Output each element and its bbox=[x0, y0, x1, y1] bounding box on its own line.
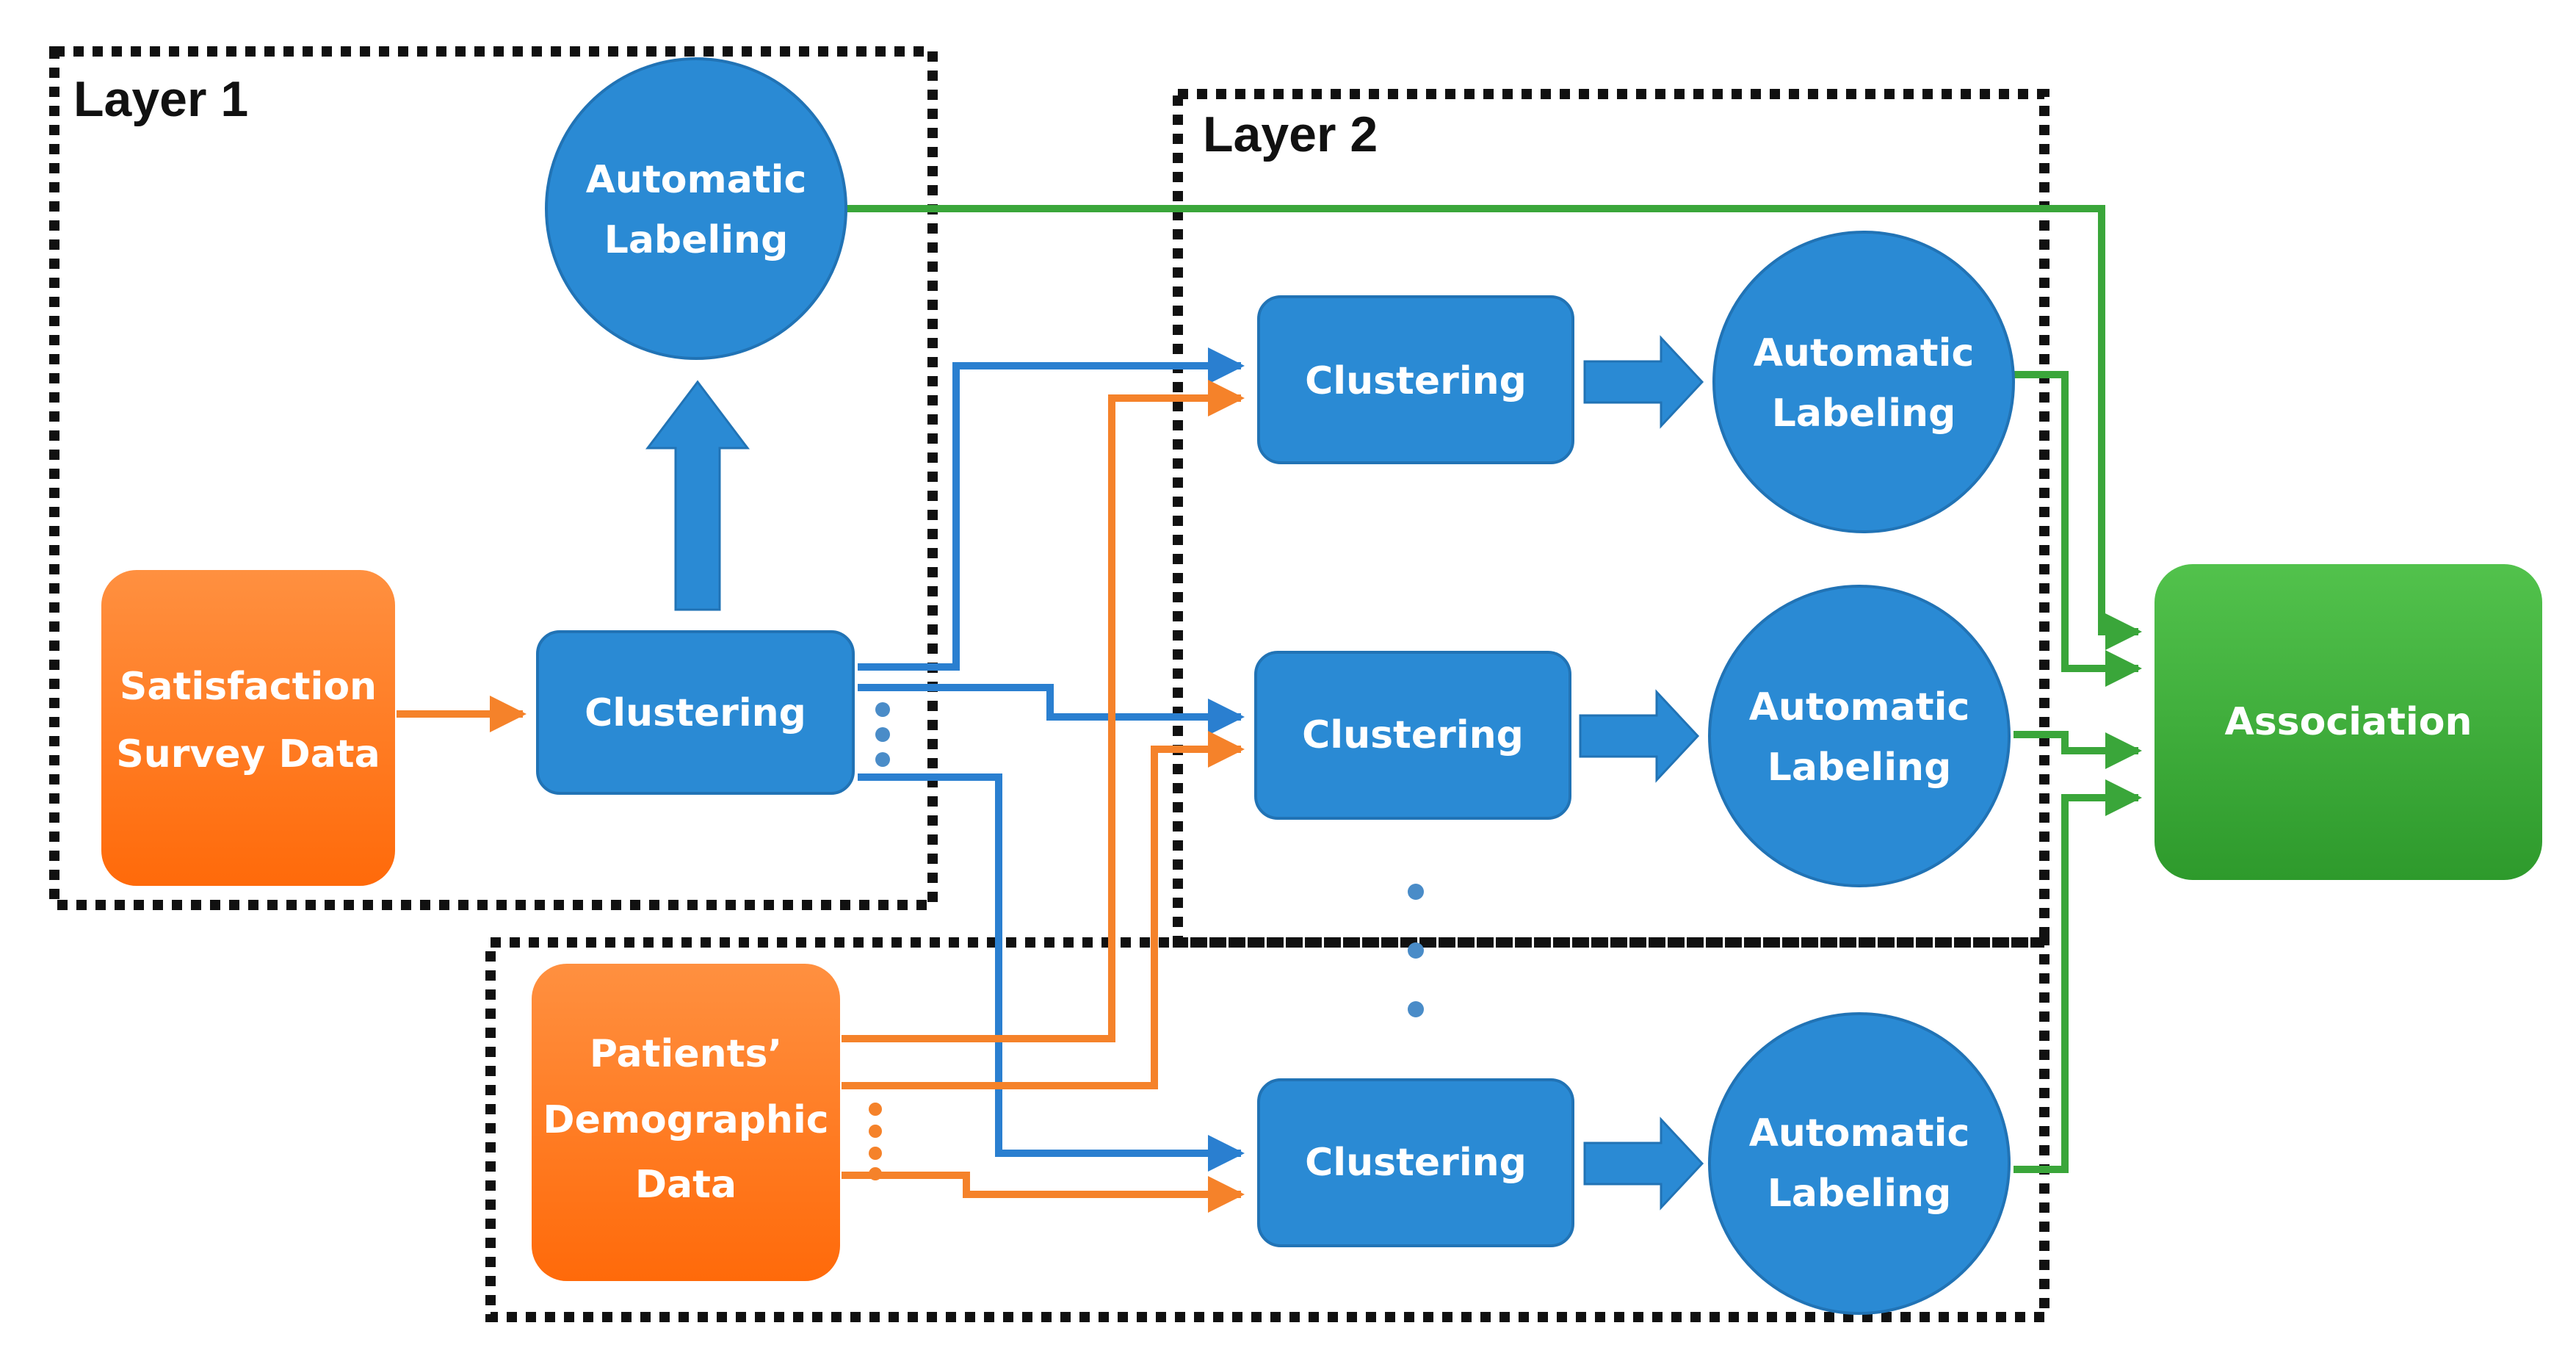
ellipsis-dots-orange bbox=[869, 1103, 882, 1180]
blue-connector-2 bbox=[858, 684, 1245, 735]
layer2-clustering-node-3: Clustering bbox=[1257, 1078, 1574, 1247]
layer2-clustering-node-2: Clustering bbox=[1254, 651, 1571, 820]
green-connector-1 bbox=[2014, 371, 2142, 687]
layer2-labeling-1-line2: Labeling bbox=[1772, 392, 1956, 436]
layer2-labeling-node-2: Automatic Labeling bbox=[1708, 585, 2011, 887]
demographic-line2: Demographic bbox=[543, 1098, 828, 1142]
connectors bbox=[397, 205, 2142, 1213]
layer1-clustering-label: Clustering bbox=[585, 691, 806, 735]
survey-data-node: Satisfaction Survey Data bbox=[101, 570, 395, 886]
layer2-clustering-label-2: Clustering bbox=[1302, 713, 1524, 757]
green-connector-top bbox=[844, 205, 2142, 650]
layer1-clustering-node: Clustering bbox=[536, 630, 855, 795]
demographic-line1: Patients’ bbox=[590, 1032, 782, 1076]
layer2-clustering-label-1: Clustering bbox=[1305, 359, 1527, 403]
orange-connector-3 bbox=[842, 1172, 1245, 1213]
ellipsis-dots-middle bbox=[1408, 884, 1424, 1017]
layer2-clustering-node-1: Clustering bbox=[1257, 295, 1574, 464]
layer2-labeling-node-3: Automatic Labeling bbox=[1708, 1012, 2011, 1315]
layer1-labeling-node: Automatic Labeling bbox=[545, 57, 847, 360]
blue-connector-1 bbox=[858, 347, 1245, 671]
layer2-labeling-3-line2: Labeling bbox=[1768, 1172, 1952, 1216]
demographic-border bbox=[485, 937, 2049, 1322]
green-connector-2 bbox=[2014, 731, 2142, 769]
layer2-labeling-2-line1: Automatic bbox=[1749, 685, 1970, 729]
survey-data-line1: Satisfaction bbox=[120, 665, 377, 709]
layer2-labeling-2-line2: Labeling bbox=[1768, 746, 1952, 790]
ellipsis-dots-blue bbox=[875, 702, 890, 767]
block-arrow-up bbox=[645, 380, 750, 611]
demographic-line3: Data bbox=[635, 1163, 737, 1207]
association-node: Association bbox=[2154, 564, 2542, 880]
layer2-label: Layer 2 bbox=[1203, 107, 1378, 162]
association-label: Association bbox=[2224, 700, 2472, 744]
layer1-label: Layer 1 bbox=[73, 71, 248, 127]
layer1-border bbox=[49, 46, 938, 910]
layer2-labeling-3-line1: Automatic bbox=[1749, 1111, 1970, 1155]
survey-data-line2: Survey Data bbox=[116, 732, 380, 776]
blue-connector-3 bbox=[858, 773, 1245, 1172]
layer2-clustering-label-3: Clustering bbox=[1305, 1141, 1527, 1185]
green-connector-3 bbox=[2014, 779, 2142, 1173]
layer2-labeling-1-line1: Automatic bbox=[1754, 331, 1975, 375]
block-arrow-right-2 bbox=[1579, 689, 1700, 783]
block-arrow-right-3 bbox=[1583, 1117, 1704, 1211]
demographic-data-node: Patients’ Demographic Data bbox=[532, 964, 840, 1281]
layer2-labeling-node-1: Automatic Labeling bbox=[1712, 231, 2015, 533]
orange-connector-2 bbox=[842, 731, 1245, 1089]
layer2-border bbox=[1173, 89, 2049, 948]
orange-connector-1 bbox=[842, 380, 1245, 1042]
block-arrow-right-1 bbox=[1583, 335, 1704, 429]
layer1-labeling-line1: Automatic bbox=[586, 158, 807, 202]
layer1-labeling-line2: Labeling bbox=[604, 218, 789, 262]
